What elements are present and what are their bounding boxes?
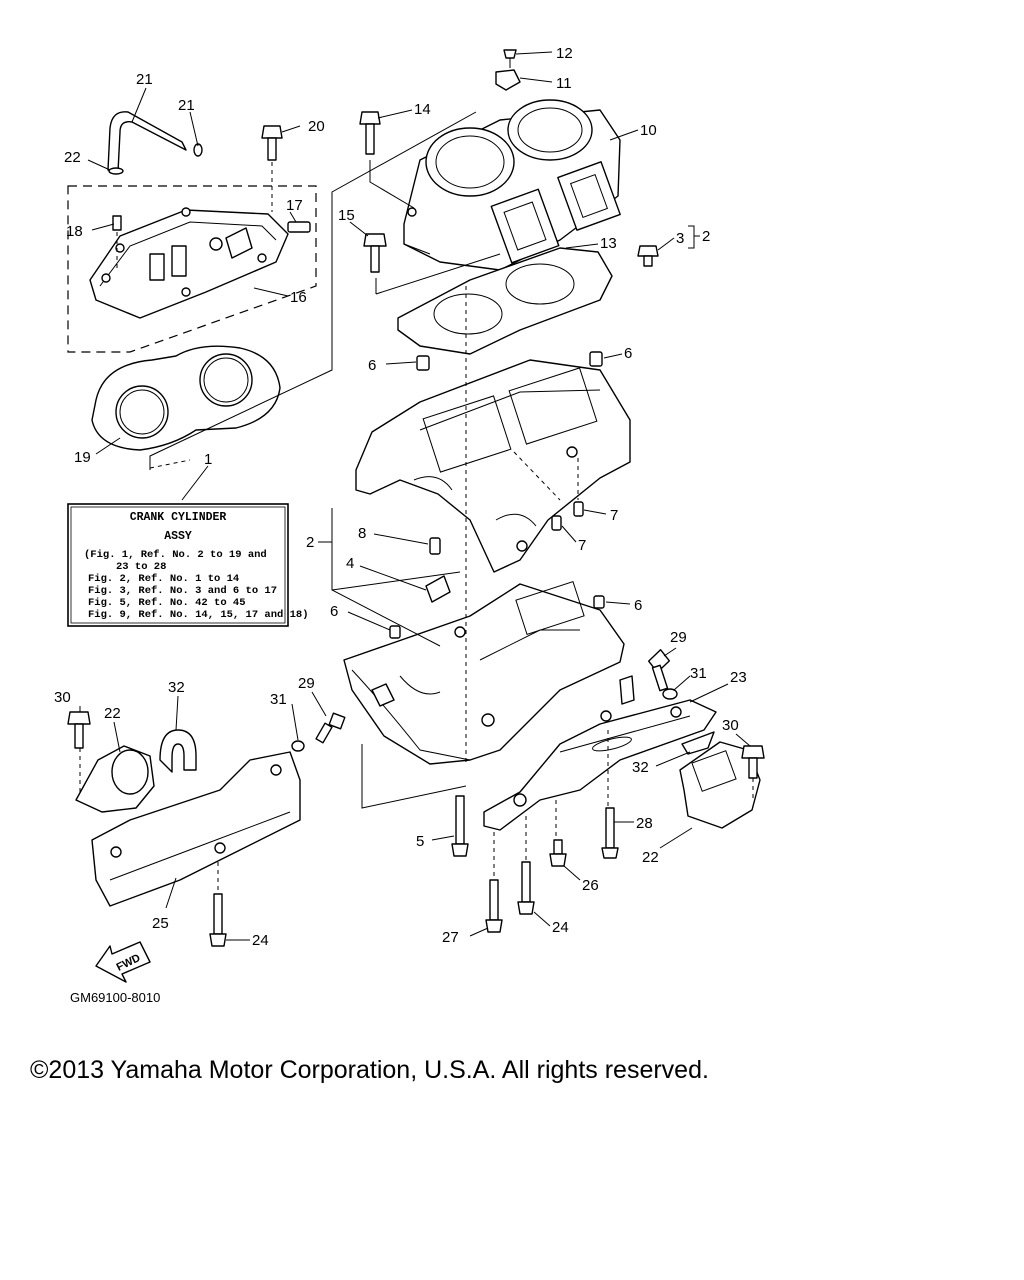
callout-27: 27 xyxy=(442,929,459,946)
note-title-line1: CRANK CYLINDER xyxy=(130,511,227,524)
callout-11: 12 xyxy=(556,45,573,62)
callout-6d: 6 xyxy=(634,597,642,614)
part-3-bolt xyxy=(637,245,659,267)
note-line-3: Fig. 2, Ref. No. 1 to 14 xyxy=(88,573,239,585)
callout-16: 17 xyxy=(286,197,303,214)
part-13-bolt xyxy=(359,111,381,155)
note-line-6: Fig. 9, Ref. No. 14, 15, 17 and 18) xyxy=(88,609,309,621)
part-10-stopper xyxy=(495,69,521,91)
inset-dashed-box xyxy=(67,185,317,353)
part-18-gasket xyxy=(91,345,281,451)
part-14-bolt xyxy=(363,233,387,273)
part-27-bolt xyxy=(485,879,503,933)
part-22-engine-mount-right xyxy=(679,741,761,829)
callout-8: 8 xyxy=(358,525,366,542)
note-line-1: (Fig. 1, Ref. No. 2 to 19 and xyxy=(84,549,267,561)
part-12-base-gasket xyxy=(397,247,613,355)
callout-22b: 22 xyxy=(104,705,121,722)
note-title-line2: ASSY xyxy=(164,530,192,543)
part-7-dowel xyxy=(551,501,584,531)
callout-31a: 31 xyxy=(690,665,707,682)
assembly-note-box: CRANK CYLINDER ASSY (Fig. 1, Ref. No. 2 … xyxy=(67,503,309,627)
part-8-pin xyxy=(429,537,441,555)
callout-4: 4 xyxy=(346,555,354,572)
note-line-2: 23 to 28 xyxy=(116,561,166,573)
callout-21a: 21 xyxy=(178,97,195,114)
callout-6c: 6 xyxy=(330,603,338,620)
callout-21b: 22 xyxy=(64,149,81,166)
callout-24a: 24 xyxy=(252,932,269,949)
part-22-engine-mount-left xyxy=(75,745,155,813)
callout-2-top: 2 xyxy=(702,228,710,245)
lower-crankcase xyxy=(343,580,635,765)
callout-26: 26 xyxy=(582,877,599,894)
part-19-bolt xyxy=(261,125,283,212)
callout-15: 16 xyxy=(290,289,307,306)
callout-17: 18 xyxy=(66,223,83,240)
callout-25: 25 xyxy=(152,915,169,932)
callout-30b: 30 xyxy=(54,689,71,706)
callout-9: 10 xyxy=(640,122,657,139)
callout-3: 3 xyxy=(676,230,684,247)
callout-20: 21 xyxy=(136,71,153,88)
part-5-bolt xyxy=(451,795,469,857)
callout-23: 23 xyxy=(730,669,747,686)
part-28-bolt xyxy=(601,807,619,859)
part-11-screw xyxy=(503,49,517,68)
leader-lines xyxy=(79,51,751,941)
note-line-4: Fig. 3, Ref. No. 3 and 6 to 17 xyxy=(88,585,277,597)
fwd-arrow: FWD xyxy=(95,941,151,983)
part-26-bolt xyxy=(549,839,567,867)
callout-13: 14 xyxy=(414,101,431,118)
callout-7b: 7 xyxy=(578,537,586,554)
callout-7a: 7 xyxy=(610,507,618,524)
callout-24b: 24 xyxy=(552,919,569,936)
part-21-clip xyxy=(108,143,203,175)
callout-32a: 32 xyxy=(632,759,649,776)
part-17-pin xyxy=(112,215,122,272)
part-32-shim-left xyxy=(159,729,197,773)
callout-5: 5 xyxy=(416,833,424,850)
callout-1: 1 xyxy=(204,451,212,468)
callout-31b: 31 xyxy=(270,691,287,708)
callout-2-mid: 2 xyxy=(306,534,314,551)
note-line-5: Fig. 5, Ref. No. 42 to 45 xyxy=(88,597,246,609)
callout-19: 20 xyxy=(308,118,325,135)
part-32-shim-right xyxy=(681,731,715,755)
part-24-bolt xyxy=(209,861,535,947)
part-9-cylinder xyxy=(403,99,621,271)
callout-14: 15 xyxy=(338,207,355,224)
callout-30a: 30 xyxy=(722,717,739,734)
part-4-collar xyxy=(425,575,451,603)
copyright-notice: ©2013 Yamaha Motor Corporation, U.S.A. A… xyxy=(30,1056,709,1084)
callout-32b: 32 xyxy=(168,679,185,696)
callout-22a: 22 xyxy=(642,849,659,866)
part-16-fitting xyxy=(287,221,311,233)
part-20-hose xyxy=(107,111,187,173)
callout-12: 13 xyxy=(600,235,617,252)
callout-29a: 29 xyxy=(670,629,687,646)
part-15-head-cover xyxy=(89,207,289,319)
part-29-bolt xyxy=(315,649,670,744)
part-23-mount-bracket xyxy=(483,699,717,831)
callout-labels: 21 21 22 18 20 17 16 19 1 14 15 12 11 10… xyxy=(54,45,747,949)
callout-18: 19 xyxy=(74,449,91,466)
drawing-code: GM69100-8010 xyxy=(70,990,160,1005)
part-31-washer xyxy=(291,688,678,752)
callout-6a: 6 xyxy=(368,357,376,374)
part-25-mount-bracket xyxy=(91,751,301,907)
callout-10: 11 xyxy=(556,75,572,92)
part-30-bolt xyxy=(67,711,765,779)
callout-29b: 29 xyxy=(298,675,315,692)
callout-6b: 6 xyxy=(624,345,632,362)
callout-28: 28 xyxy=(636,815,653,832)
assembly-lines xyxy=(79,111,754,892)
part-2-upper-crankcase xyxy=(355,359,631,573)
part-6-dowel xyxy=(389,351,605,639)
